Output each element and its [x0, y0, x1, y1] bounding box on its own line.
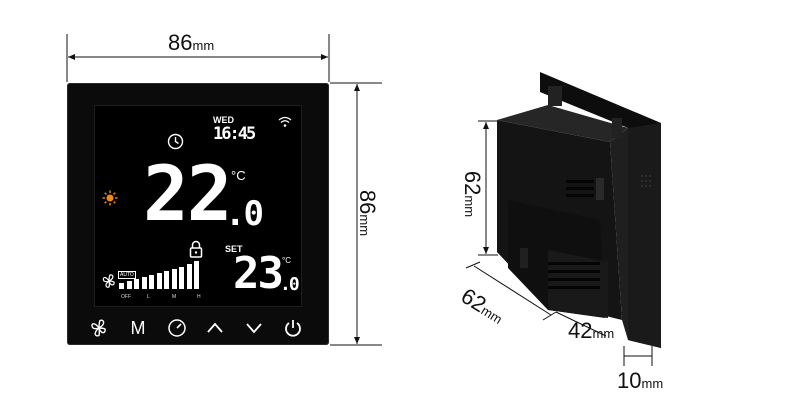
timer-button[interactable] [167, 318, 187, 338]
plate-thickness-unit: mm [641, 376, 664, 391]
plate-thickness-value: 10 [617, 368, 642, 393]
plate-thickness-label: 10mm [617, 368, 663, 394]
thermostat-front-panel: WED 16:45 22 .0 °C [67, 83, 329, 345]
fan-bar [156, 273, 162, 289]
fan-bar [179, 267, 184, 289]
down-button[interactable] [244, 318, 264, 338]
fan-speed-bars [119, 261, 209, 291]
up-arrow-icon [207, 322, 223, 333]
fan-level-low: L [147, 294, 150, 300]
depth-value: 42 [568, 318, 593, 343]
mode-button[interactable]: M [130, 318, 146, 338]
fan-bar [186, 264, 192, 289]
fan-bar [141, 277, 147, 289]
set-temperature-decimal: .0 [280, 274, 300, 295]
clock-time: 16:45 [213, 124, 256, 144]
front-width-label: 86mm [168, 30, 214, 56]
down-arrow-icon [246, 323, 262, 334]
day-label: WED [213, 115, 234, 125]
fan-icon [91, 319, 106, 337]
side-height-value: 62 [460, 170, 486, 196]
side-height-unit: mm [462, 195, 478, 218]
set-label: SET [225, 244, 243, 254]
power-button[interactable] [283, 318, 303, 338]
room-temp-unit: °C [231, 168, 246, 183]
fan-auto-badge: AUTO [118, 271, 136, 279]
set-temp-unit: °C [282, 256, 291, 265]
fan-button[interactable] [89, 318, 109, 338]
clock-icon [167, 133, 184, 150]
front-width-value: 86 [168, 30, 193, 55]
fan-bar [164, 271, 169, 289]
power-icon [285, 320, 301, 337]
front-width-unit: mm [192, 38, 215, 53]
side-height-label: 62mm [459, 171, 485, 217]
wifi-icon [278, 116, 292, 127]
fan-icon [102, 274, 115, 288]
fan-bar [119, 283, 124, 289]
fan-level-high: H [197, 294, 201, 300]
fan-bar [134, 279, 139, 289]
depth-label: 42mm [568, 318, 614, 344]
fan-bar [194, 261, 199, 289]
fan-bar [126, 281, 132, 289]
clock-icon [168, 319, 186, 337]
fan-bar [171, 269, 177, 289]
room-temperature-decimal: .0 [225, 194, 264, 234]
sun-icon [102, 190, 118, 206]
lcd-screen: WED 16:45 22 .0 °C [94, 105, 302, 307]
fan-level-off: OFF [121, 294, 131, 300]
set-temperature-integer: 23 [233, 248, 284, 299]
fan-level-medium: M [172, 294, 177, 300]
fan-bar [149, 275, 154, 289]
lock-icon [189, 240, 203, 258]
up-button[interactable] [205, 318, 225, 338]
room-temperature-integer: 22 [143, 149, 233, 238]
depth-unit: mm [592, 326, 615, 341]
